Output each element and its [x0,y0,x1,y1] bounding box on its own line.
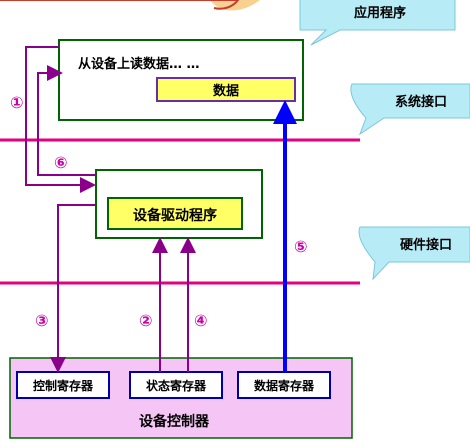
application-read-text: 从设备上读数据… … [78,56,200,72]
callout-system-interface-text: 系统接口 [395,94,447,110]
driver-label: 设备驱动程序 [133,207,217,224]
step-5-label: ⑤ [294,237,308,256]
title-remnant [0,0,260,11]
register-control-label: 控制寄存器 [33,378,94,393]
arrow-step-6 [37,65,96,176]
driver-inner-box [107,197,243,230]
step-3-label: ③ [35,311,49,330]
callout-hardware-interface: 硬件接口 [358,226,470,281]
register-status [129,371,223,399]
controller-label: 设备控制器 [139,413,210,430]
callout-application: 应用程序 [299,0,456,46]
register-status-label: 状态寄存器 [146,378,207,393]
step-1-label: ① [10,93,24,112]
app-data-buffer [156,77,296,102]
register-data-label: 数据寄存器 [254,378,315,393]
controller-box: 控制寄存器 状态寄存器 数据寄存器 设备控制器 [9,357,353,439]
arrow-step-3 [50,204,96,373]
callout-system-interface: 系统接口 [350,83,470,136]
step-6-label: ⑥ [54,153,68,172]
driver-box: 设备驱动程序 [95,169,263,239]
callout-application-text: 应用程序 [354,5,406,21]
app-data-label: 数据 [213,83,239,99]
application-box: 从设备上读数据… … 数据 [58,39,304,121]
arrow-step-1 [25,46,96,193]
step-2-label: ② [139,311,153,330]
step-4-label: ④ [194,311,208,330]
callout-hardware-interface-text: 硬件接口 [400,237,452,253]
